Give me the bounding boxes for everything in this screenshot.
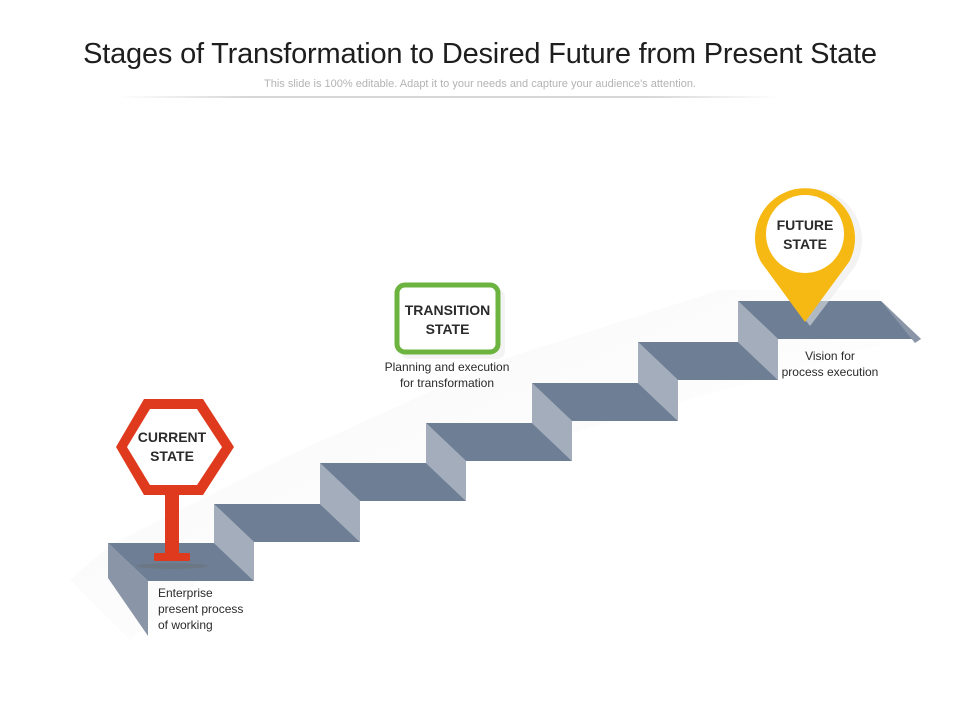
description-line: process execution <box>781 365 879 379</box>
staircase <box>108 301 921 636</box>
transition-state-description: Planning and execution for transformatio… <box>370 359 524 391</box>
description-line: for transformation <box>399 376 495 390</box>
step-riser <box>532 383 572 461</box>
future-state-description: Vision for process execution <box>770 348 890 380</box>
description-line: Enterprise <box>158 586 213 600</box>
step-tread <box>638 342 778 380</box>
step-end-face <box>881 301 921 343</box>
page-subtitle: This slide is 100% editable. Adapt it to… <box>264 78 696 90</box>
page-title: Stages of Transformation to Desired Futu… <box>83 38 877 70</box>
step-tread <box>214 504 360 542</box>
future-state-label: FUTURE STATE <box>760 216 850 254</box>
title-divider <box>118 96 778 98</box>
current-state-description: Enterprise present process of working <box>158 585 268 633</box>
sign-pole <box>165 486 179 556</box>
description-line: present process <box>158 602 244 616</box>
transition-state-label-line1: TRANSITION <box>404 302 491 318</box>
step-riser <box>638 342 678 421</box>
step-riser <box>214 504 254 581</box>
step-tread <box>738 301 921 339</box>
future-state-label-line1: FUTURE <box>776 217 834 233</box>
description-line: Vision for <box>805 349 855 363</box>
future-state-marker <box>755 188 862 326</box>
current-state-label-line1: CURRENT <box>137 429 207 445</box>
current-state-label: CURRENT STATE <box>122 428 222 466</box>
transition-state-label: TRANSITION STATE <box>397 301 498 339</box>
future-state-label-line2: STATE <box>783 236 827 252</box>
step-front-face <box>108 543 148 636</box>
step-tread <box>320 463 466 501</box>
step-riser <box>738 301 778 380</box>
step-riser <box>426 423 466 501</box>
description-line: of working <box>158 618 213 632</box>
rounded-square-icon <box>394 282 501 355</box>
description-line: Planning and execution <box>384 360 510 374</box>
step-tread <box>108 543 254 581</box>
current-state-marker <box>116 399 234 569</box>
step-tread <box>532 383 678 421</box>
step-riser <box>320 463 360 542</box>
transition-state-label-line2: STATE <box>425 321 470 337</box>
step-tread <box>426 423 572 461</box>
transition-state-marker <box>394 282 505 359</box>
sign-base <box>154 553 190 561</box>
current-state-label-line2: STATE <box>150 448 194 464</box>
